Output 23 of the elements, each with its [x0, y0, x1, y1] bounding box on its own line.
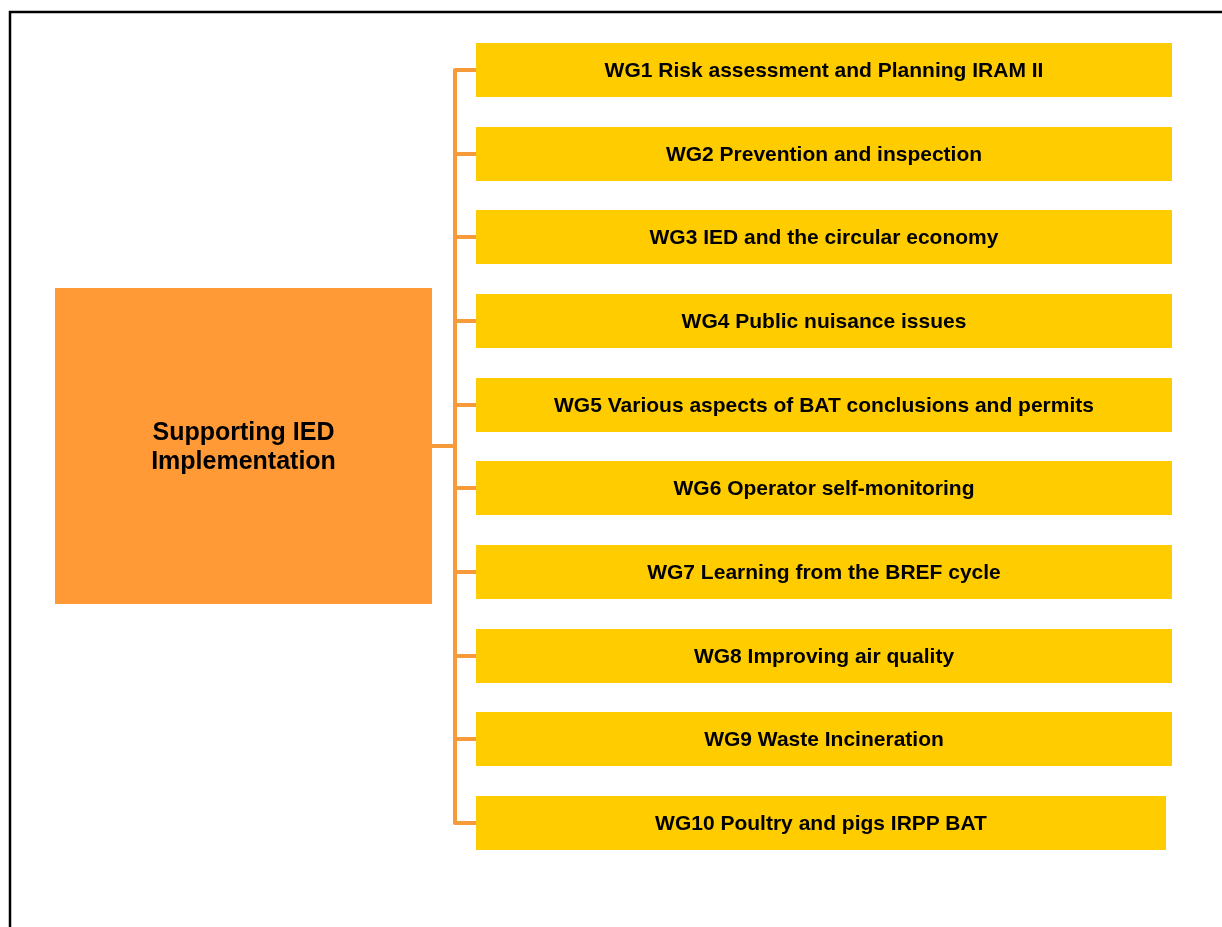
working-group-box	[476, 461, 1172, 515]
working-group-box	[476, 378, 1172, 432]
working-group-box	[476, 43, 1172, 97]
group-title: WG2 Prevention and inspection	[665, 142, 983, 166]
group-title: WG3 IED and the circular economy	[649, 225, 999, 249]
group-title: WG4 Public nuisance issues	[681, 309, 967, 333]
group-title: WG6 Operator self-monitoring	[673, 476, 975, 500]
topic-box	[55, 288, 432, 604]
group-title: WG9 Waste Incineration	[704, 727, 944, 751]
group-title: WG5 Various aspects of BAT conclusions and permits	[554, 393, 1094, 417]
group-title: WG1 Risk assessment and Planning IRAM II	[604, 58, 1044, 82]
working-group-box	[476, 629, 1172, 683]
working-group-box	[476, 796, 1166, 850]
topic-title: Supporting IED Implementation	[150, 417, 337, 475]
connector-line	[432, 444, 476, 825]
working-group-box	[476, 545, 1172, 599]
group-title: WG7 Learning from the BREF cycle	[647, 560, 1001, 584]
working-group-box	[476, 712, 1172, 766]
working-group-box	[476, 127, 1172, 181]
working-group-box	[476, 210, 1172, 264]
group-title: WG8 Improving air quality	[693, 644, 955, 668]
working-group-box	[476, 294, 1172, 348]
group-title: WG10 Poultry and pigs IRPP BAT	[655, 811, 987, 835]
